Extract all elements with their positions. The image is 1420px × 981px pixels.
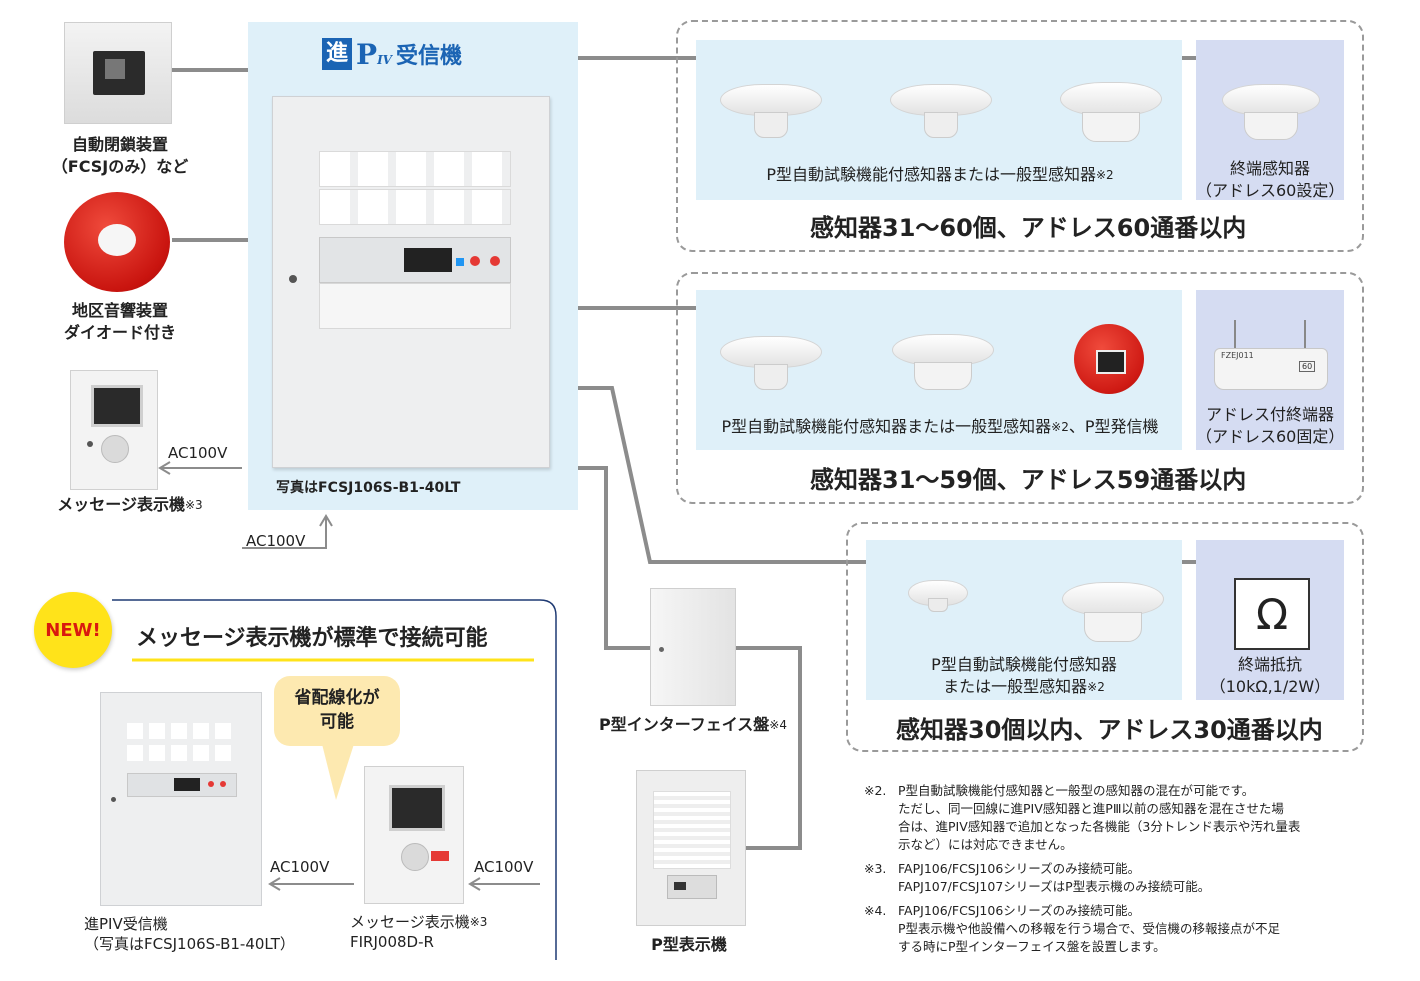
new-receiver-label: 進PIV受信機 （写真はFCSJ106S-B1-40LT） xyxy=(84,915,295,953)
bell-image xyxy=(64,192,170,292)
circuit-2-manual-call-point xyxy=(1074,324,1144,394)
circuit-3-end-label: 終端抵抗 （10kΩ,1/2W） xyxy=(1209,655,1331,696)
display-panel-image xyxy=(636,770,746,926)
new-headline: メッセージ表示機が標準で接続可能 xyxy=(136,626,488,651)
receiver-title-text: 受信機 xyxy=(396,44,463,69)
receiver-title-mark: PIV xyxy=(356,37,392,71)
new-power-left: AC100V xyxy=(270,858,330,876)
circuit-2-terminator-text: FZEJ011 xyxy=(1221,351,1254,360)
note-3: ※3.FAPJ106/FCSJ106シリーズのみ接続可能。 FAPJ107/FC… xyxy=(864,861,1211,894)
circuit-1-box xyxy=(676,20,1364,252)
omega-symbol: Ω xyxy=(1255,589,1289,639)
receiver-title: 進 PIV 受信機 xyxy=(322,36,462,72)
new-message-display-image xyxy=(364,766,464,904)
receiver-title-kanji: 進 xyxy=(322,38,352,70)
circuit-3-box xyxy=(846,522,1364,752)
message-display-label: メッセージ表示機※3 xyxy=(57,495,203,514)
circuit-3-detector-2 xyxy=(1062,582,1164,642)
circuit-1-end-label: 終端感知器 （アドレス60設定） xyxy=(1196,159,1345,200)
bubble: 省配線化が 可能 xyxy=(274,676,400,746)
circuit-1-detector-1 xyxy=(720,84,822,140)
circuit-3-detectors-label: P型自動試験機能付感知器 または一般型感知器※2 xyxy=(931,655,1117,696)
circuit-1-detectors-label: P型自動試験機能付感知器または一般型感知器※2 xyxy=(766,165,1114,184)
note-2: ※2.P型自動試験機能付感知器と一般型の感知器の混在が可能です。 ただし、同一回… xyxy=(864,783,1301,852)
circuit-2-detector-2 xyxy=(892,334,994,392)
circuit-1-summary: 感知器31～60個、アドレス60通番以内 xyxy=(810,214,1247,242)
circuit-2-summary: 感知器31～59個、アドレス59通番以内 xyxy=(810,466,1247,494)
note-4: ※4.FAPJ106/FCSJ106シリーズのみ接続可能。 P型表示機や他設備へ… xyxy=(864,903,1281,954)
circuit-2-end-label: アドレス付終端器 （アドレス60固定） xyxy=(1196,405,1345,446)
message-display-image xyxy=(70,370,158,490)
circuit-3-resistor-icon: Ω xyxy=(1234,578,1310,650)
interface-panel-label: P型インターフェイス盤※4 xyxy=(599,715,787,734)
circuit-3-summary: 感知器30個以内、アドレス30通番以内 xyxy=(896,716,1323,744)
circuit-3-detector-1 xyxy=(908,580,968,612)
new-badge: NEW! xyxy=(34,592,112,668)
receiver-photo-caption: 写真はFCSJ106S-B1-40LT xyxy=(276,480,461,496)
interface-panel-image xyxy=(650,588,736,706)
circuit-2-detectors-label: P型自動試験機能付感知器または一般型感知器※2、P型発信機 xyxy=(721,417,1159,436)
circuit-2-terminator: FZEJ011 60 xyxy=(1214,320,1328,390)
message-display-power: AC100V xyxy=(168,444,228,462)
circuit-1-detector-2 xyxy=(890,84,992,140)
bell-label: 地区音響装置 ダイオード付き xyxy=(63,301,176,342)
circuit-1-end-detector xyxy=(1222,84,1320,142)
new-display-label: メッセージ表示機※3 FIRJ008D-R xyxy=(350,913,488,951)
circuit-2-detector-1 xyxy=(720,336,822,392)
circuit-1-detector-3 xyxy=(1060,82,1162,142)
closing-device-image xyxy=(64,22,172,124)
circuit-2-box xyxy=(676,272,1364,504)
receiver-power-label: AC100V xyxy=(246,532,306,550)
closing-device-label: 自動閉鎖装置 （FCSJのみ）など xyxy=(51,135,189,176)
circuit-2-terminator-badge: 60 xyxy=(1299,361,1316,372)
display-panel-label: P型表示機 xyxy=(651,935,727,954)
receiver-cabinet-image xyxy=(272,96,550,468)
new-receiver-image xyxy=(100,692,262,906)
new-power-right: AC100V xyxy=(474,858,534,876)
